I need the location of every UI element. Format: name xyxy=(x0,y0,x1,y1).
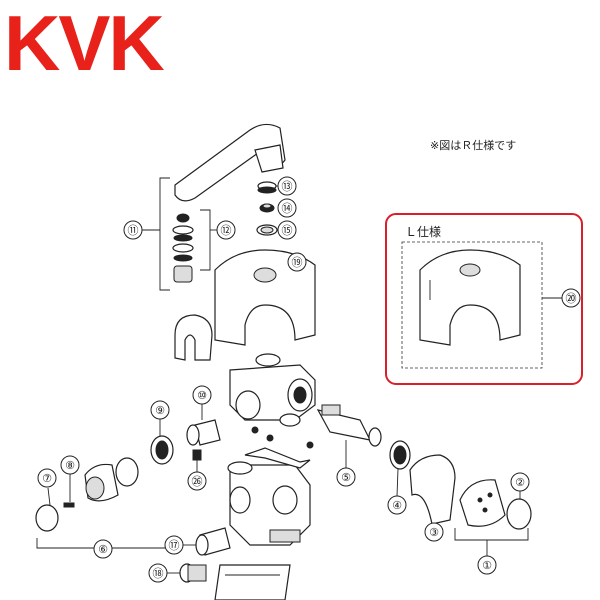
svg-text:⑨: ⑨ xyxy=(155,404,165,417)
aerator-15-part xyxy=(256,224,278,236)
svg-text:③: ③ xyxy=(429,526,439,539)
l-spec-frame xyxy=(385,213,583,385)
r-spec-cover-part xyxy=(214,249,316,346)
svg-text:⑮: ⑮ xyxy=(282,224,293,237)
cartridge-stack-part xyxy=(172,213,194,283)
ring-9-part xyxy=(150,435,174,465)
screw-26-part xyxy=(192,449,202,461)
svg-text:㉖: ㉖ xyxy=(192,475,203,488)
callout-19: ⑲ xyxy=(287,252,307,272)
callout-18: ⑱ xyxy=(148,563,168,583)
svg-text:⑬: ⑬ xyxy=(282,180,293,193)
cap-2-part xyxy=(506,490,532,530)
callout-13: ⑬ xyxy=(277,176,297,196)
callout-8: ⑧ xyxy=(60,455,80,475)
callout-14: ⑭ xyxy=(277,198,297,218)
svg-text:⑳: ⑳ xyxy=(566,292,577,305)
sleeve-3-part xyxy=(409,454,456,525)
bracket-11 xyxy=(159,177,170,291)
svg-text:⑲: ⑲ xyxy=(292,256,303,269)
aerator-14-part xyxy=(259,203,275,213)
svg-text:⑭: ⑭ xyxy=(282,202,293,215)
r-spec-note: ※図はＲ仕様です xyxy=(430,138,516,152)
callout-10: ⑩ xyxy=(192,385,212,405)
cartridge-5-part xyxy=(316,404,382,447)
callout-5: ⑤ xyxy=(336,467,356,487)
mounting-plate-part xyxy=(244,426,314,469)
svg-text:⑧: ⑧ xyxy=(65,459,75,472)
spout-part xyxy=(174,123,286,202)
hook-bracket-part xyxy=(174,314,213,361)
callout-15: ⑮ xyxy=(277,220,297,240)
svg-text:①: ① xyxy=(482,559,492,572)
callout-4: ④ xyxy=(387,495,407,515)
callout-3: ③ xyxy=(424,522,444,542)
ring-4-part xyxy=(389,440,411,470)
svg-text:⑤: ⑤ xyxy=(341,471,351,484)
callout-9: ⑨ xyxy=(150,400,170,420)
svg-text:④: ④ xyxy=(392,499,402,512)
bracket-12 xyxy=(200,209,211,271)
check-valve-17-part xyxy=(195,527,231,556)
bracket-1 xyxy=(454,528,529,541)
svg-text:⑰: ⑰ xyxy=(169,539,180,552)
svg-text:⑦: ⑦ xyxy=(42,472,52,485)
callout-20: ⑳ xyxy=(561,288,581,308)
handle-1-part xyxy=(459,479,506,527)
callout-6: ⑥ xyxy=(93,539,113,559)
callout-17: ⑰ xyxy=(164,535,184,555)
l-spec-label: Ｌ仕様 xyxy=(405,225,441,239)
valve-body-part xyxy=(229,353,316,427)
svg-text:⑫: ⑫ xyxy=(221,224,232,237)
filter-18-part xyxy=(179,563,207,583)
callout-1: ① xyxy=(477,555,497,575)
svg-text:⑱: ⑱ xyxy=(153,567,164,580)
cap-7-part xyxy=(35,487,59,532)
callout-7: ⑦ xyxy=(37,468,57,488)
l-spec-dashed-box xyxy=(401,241,543,369)
lower-body-part xyxy=(214,461,311,600)
callout-11: ⑪ xyxy=(123,220,143,240)
handle-6-part xyxy=(84,457,139,502)
kvk-logo: KVK xyxy=(4,0,164,87)
callout-12: ⑫ xyxy=(216,220,236,240)
svg-text:⑩: ⑩ xyxy=(197,389,207,402)
svg-text:⑥: ⑥ xyxy=(98,543,108,556)
svg-text:⑪: ⑪ xyxy=(128,224,139,237)
aerator-13-part xyxy=(257,181,277,194)
callout-2: ② xyxy=(510,472,530,492)
check-valve-part xyxy=(186,419,221,446)
callout-26: ㉖ xyxy=(187,471,207,491)
screw-8-part xyxy=(63,502,75,508)
l-spec-cover-part xyxy=(419,249,521,346)
svg-text:②: ② xyxy=(515,476,525,489)
